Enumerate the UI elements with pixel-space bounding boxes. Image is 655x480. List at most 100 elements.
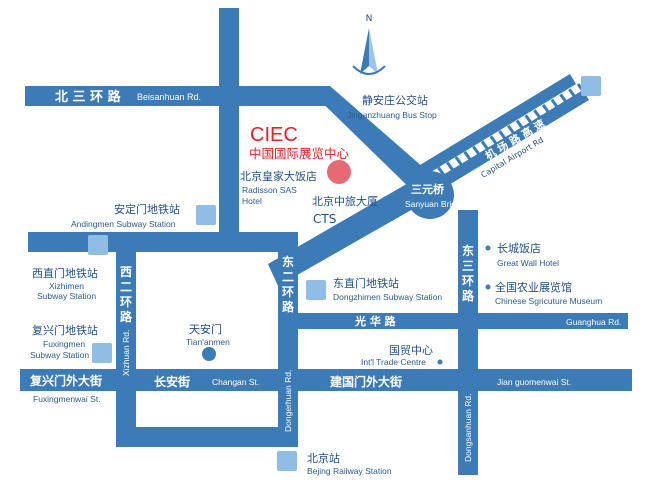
road-erhuan-north <box>28 232 298 252</box>
label-xierhuan-cn: 西二环路 <box>120 265 133 324</box>
airport-rail-lower <box>428 90 589 194</box>
poi-dot-itc <box>437 359 443 365</box>
venue-ciec: CIEC 中国国际展览中心 <box>249 124 351 184</box>
airport-ladder-rung <box>559 93 570 107</box>
airport-ladder-rung <box>550 98 562 112</box>
airport-ladder-rung <box>533 109 544 122</box>
airport-rail-upper <box>415 74 576 178</box>
station-marker-fuxingmen <box>92 343 112 363</box>
airport-ladder-rung <box>445 161 457 175</box>
label-radisson-en2: Hotel <box>242 196 262 206</box>
tiananmen-marker <box>202 347 216 361</box>
airport-ladder-rung <box>480 140 492 154</box>
label-sanyuan-en: Sanyuan Bridge <box>405 199 466 209</box>
compass-needle-dark <box>360 28 369 74</box>
label-tiananmen-en: Tian'anmen <box>186 337 230 347</box>
label-agri-en: Chinese Sgricuture Museum <box>495 296 602 306</box>
compass-needle-light <box>369 28 378 74</box>
label-radisson-cn: 北京皇家大饭店 <box>240 169 317 183</box>
dongerhuan-cn-text: 东二环路 <box>282 254 295 314</box>
label-dongerhuan-cn: 东二环路 <box>282 254 295 314</box>
label-dongsanhuan-cn: 东三环路 <box>462 243 475 303</box>
label-dongzhimen-cn: 东直门地铁站 <box>333 276 399 290</box>
label-dongerhuan-en: Dongerhuan Rd. <box>283 370 293 432</box>
label-cts-en: CTS <box>313 212 336 226</box>
road-xierhuan <box>116 232 136 447</box>
road-erhuan-south <box>116 427 298 447</box>
label-cts-cn: 北京中旅大厦 <box>312 194 378 208</box>
label-andingmen-en: Andingmen Subway Station <box>71 219 176 229</box>
compass-label: N <box>366 14 373 24</box>
label-tiananmen-cn: 天安门 <box>189 322 222 336</box>
station-marker-jinganzhuang <box>581 76 601 96</box>
place-labels: 静安庄公交站 Jinganzhuang Bus Stop 北京皇家大饭店 Rad… <box>30 93 602 476</box>
poi-dot-agri <box>485 284 491 290</box>
label-dongzhimen-en: Dongzhimen Subway Station <box>333 292 442 302</box>
label-jianguomenwai-cn: 建国门外大街 <box>329 374 402 389</box>
station-marker-railway <box>277 451 297 471</box>
stations <box>88 76 601 471</box>
label-greatwall-cn: 长城饭店 <box>497 241 541 255</box>
label-fuxingmenwai-cn: 复兴门外大街 <box>29 373 102 388</box>
label-fuxingmenwai-en: Fuxingmenwai St. <box>33 394 101 404</box>
road-north-stub <box>219 8 239 88</box>
airport-ladder-rung <box>524 114 535 128</box>
label-changan-cn: 长安街 <box>154 374 190 389</box>
poi-dot-greatwall <box>485 245 491 251</box>
label-greatwall-en: Great Wall Hotel <box>497 258 559 268</box>
station-marker-xizhimen <box>88 235 108 255</box>
label-changan-en: Changan St. <box>212 377 259 387</box>
venue-marker <box>327 160 351 184</box>
label-xizhimen-cn: 西直门地铁站 <box>32 266 98 280</box>
label-agri-cn: 全国农业展览馆 <box>495 280 572 294</box>
label-guanghua-cn: 光 华 路 <box>354 314 397 328</box>
road-dongerhuan <box>278 232 298 447</box>
label-xierhuan-en: Xizhuan Rd. <box>121 330 131 376</box>
label-sanyuan-cn: 三元桥 <box>411 182 445 196</box>
label-radisson-en1: Radisson SAS <box>242 185 297 195</box>
airport-ladder-rung <box>472 145 483 159</box>
airport-ladder-rung <box>541 104 553 117</box>
label-xizhimen-en1: Xizhimen <box>49 281 84 291</box>
label-fuxingmen-cn: 复兴门地铁站 <box>32 323 98 337</box>
airport-ladder-rung <box>515 119 527 133</box>
compass-arc <box>352 65 386 75</box>
label-itc-cn: 国贸中心 <box>389 344 433 357</box>
label-andingmen-cn: 安定门地铁站 <box>114 202 180 216</box>
road-network <box>20 8 632 475</box>
airport-ladder-rung <box>489 135 500 149</box>
label-beisanhuan-en: Beisanhuan Rd. <box>137 92 201 102</box>
xierhuan-cn-text: 西二环路 <box>120 265 133 324</box>
venue-name: 中国国际展览中心 <box>249 146 350 161</box>
label-xizhimen-en2: Subway Station <box>37 291 96 301</box>
road-beisanhuan-diagonal <box>305 86 440 198</box>
label-fuxingmen-en2: Subway Station <box>30 350 89 360</box>
road-beisanhuan <box>25 86 330 106</box>
airport-ladder-rung <box>507 124 518 138</box>
airport-ladder-rung <box>463 151 474 164</box>
airport-ladder <box>419 83 588 190</box>
venue-abbr: CIEC <box>250 124 298 146</box>
compass: N <box>352 14 386 75</box>
dongsanhuan-cn-text: 东三环路 <box>462 243 475 303</box>
label-railway-cn: 北京站 <box>307 451 340 465</box>
sanyuan-bridge-circle <box>406 171 454 219</box>
road-changan <box>20 369 632 391</box>
poi-dot-cts <box>382 196 388 202</box>
label-jinganzhuang-cn: 静安庄公交站 <box>362 93 428 107</box>
label-beisanhuan-cn: 北 三 环 路 <box>55 89 122 105</box>
label-jianguomenwai-en: Jian guomenwai St. <box>497 377 571 387</box>
airport-expressway <box>415 74 589 194</box>
road-labels: 北 三 环 路 Beisanhuan Rd. 机 场 路 高 速 Capital… <box>29 89 621 462</box>
label-jinganzhuang-en: Jinganzhuang Bus Stop <box>347 110 437 120</box>
road-sw-diagonal <box>268 182 420 286</box>
label-fuxingmen-en1: Fuxingmen <box>43 339 85 349</box>
airport-ladder-rung <box>498 130 509 143</box>
airport-ladder-rung <box>454 156 466 169</box>
road-dongsanhuan <box>458 210 478 475</box>
station-marker-dongzhimen <box>306 280 326 300</box>
label-itc-en: Int'l Trade Centre <box>361 357 426 367</box>
road-andingmen-vertical <box>219 104 239 234</box>
